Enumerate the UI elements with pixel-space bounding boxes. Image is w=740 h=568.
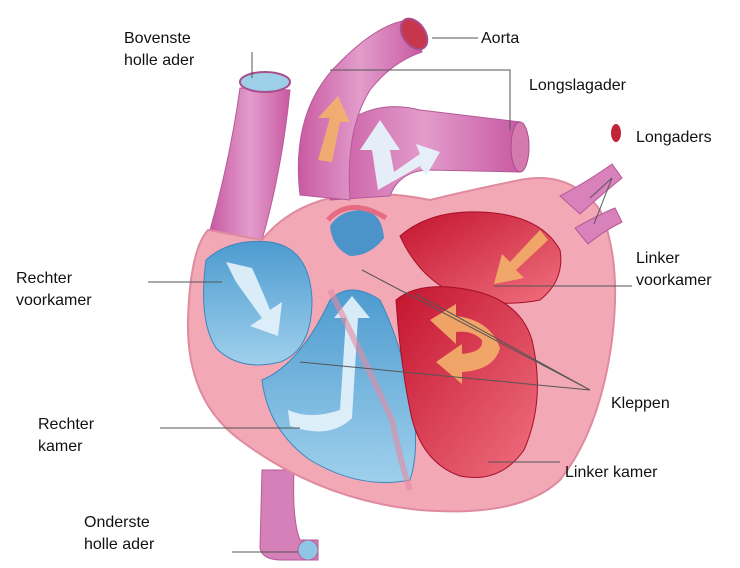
right-ventricle-label-line1: Rechter xyxy=(38,414,94,436)
left-atrium-label-line2: voorkamer xyxy=(636,270,712,292)
right-ventricle-label-line2: kamer xyxy=(38,436,94,458)
pulmonary-vein-opening xyxy=(611,124,621,142)
right-ventricle-label: Rechter kamer xyxy=(38,414,94,458)
right-atrium-label-line2: voorkamer xyxy=(16,290,92,312)
right-atrium-label: Rechter voorkamer xyxy=(16,268,92,312)
inferior-vena-cava-opening xyxy=(298,540,318,560)
inferior-vena-cava-label-line2: holle ader xyxy=(84,534,154,556)
inferior-vena-cava-label-line1: Onderste xyxy=(84,512,154,534)
valves-label: Kleppen xyxy=(611,393,670,415)
superior-vena-cava-label: Bovenste holle ader xyxy=(124,28,194,72)
aorta-label: Aorta xyxy=(481,28,519,50)
superior-vena-cava-opening xyxy=(240,72,290,92)
superior-vena-cava xyxy=(210,88,290,240)
left-atrium-label: Linker voorkamer xyxy=(636,248,712,292)
pulmonary-artery-opening xyxy=(511,122,529,172)
right-atrium-label-line1: Rechter xyxy=(16,268,92,290)
inferior-vena-cava-label: Onderste holle ader xyxy=(84,512,154,556)
superior-vena-cava-label-line2: holle ader xyxy=(124,50,194,72)
left-atrium-label-line1: Linker xyxy=(636,248,712,270)
superior-vena-cava-label-line1: Bovenste xyxy=(124,28,194,50)
pulmonary-artery-label: Longslagader xyxy=(529,75,626,97)
pulmonary-veins-label: Longaders xyxy=(636,127,712,149)
left-ventricle-label: Linker kamer xyxy=(565,462,657,484)
